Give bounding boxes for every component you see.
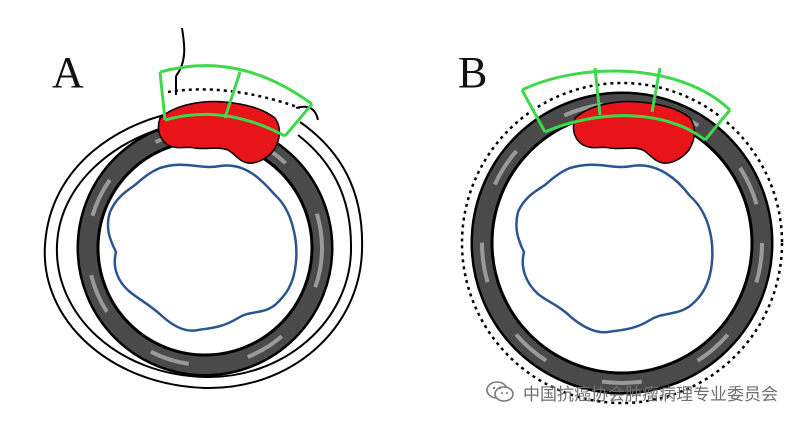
- gut-wall-inner-edge-a: [96, 139, 314, 357]
- lumen-outline-a: [106, 163, 298, 332]
- wall-texture-a: [86, 129, 324, 367]
- inner-serosa-outline-a: [55, 121, 353, 379]
- watermark: 中国抗癌协会肿瘤病理专业委员会: [485, 375, 778, 409]
- panel-a: A: [43, 27, 364, 390]
- panel-label-b: B: [458, 48, 487, 97]
- lumen-outline-b: [515, 163, 714, 334]
- panel-b: B: [458, 48, 784, 405]
- panel-label-a: A: [52, 48, 84, 97]
- margin-grid-b: [520, 67, 732, 142]
- resection-line-a: [175, 27, 186, 95]
- tail-line-a: [295, 105, 319, 121]
- dotted-outer-circle-b: [460, 81, 784, 405]
- tumor-a: [157, 100, 281, 164]
- wechat-icon: [486, 381, 514, 402]
- margin-grid-a: [158, 64, 314, 138]
- outer-serosa-outline-a: [43, 109, 364, 390]
- wall-texture-b: [480, 101, 764, 385]
- watermark-text: 中国抗癌协会肿瘤病理专业委员会: [523, 384, 778, 405]
- gut-wall-ring-b: [470, 91, 774, 395]
